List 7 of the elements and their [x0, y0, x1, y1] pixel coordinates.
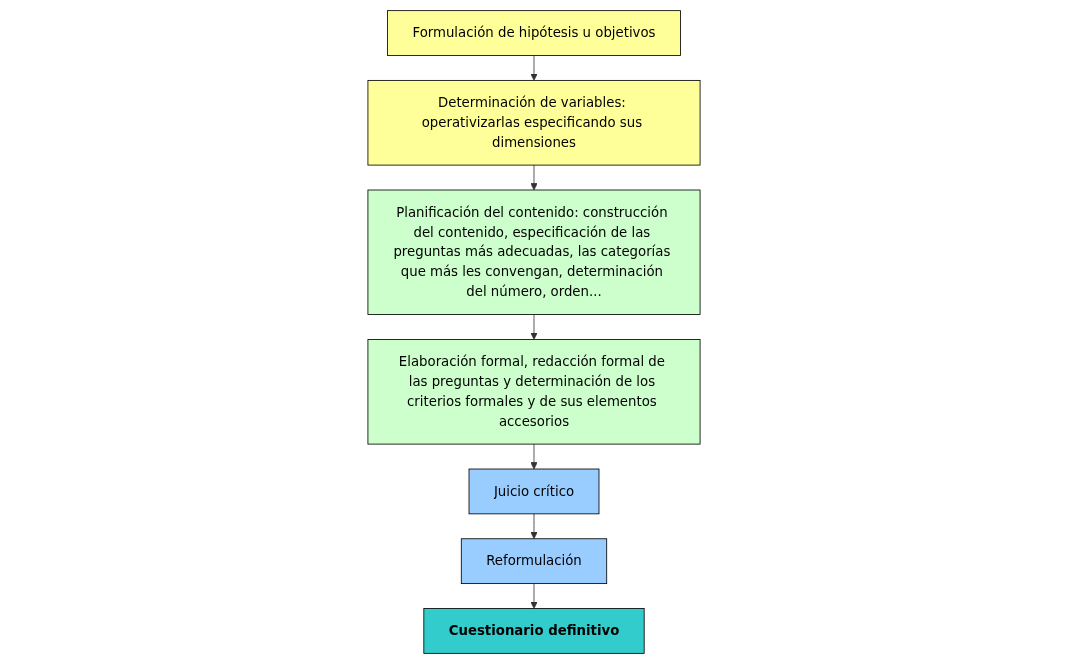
node-box: Formulación de hipótesis u objetivos: [387, 10, 681, 56]
node-box: Determinación de variables: operativizarlas especificando sus dimensiones: [367, 79, 701, 166]
node-box: Cuestionario definitivo: [423, 608, 645, 654]
node-box: Juicio crítico: [468, 468, 600, 515]
node-box: Elaboración formal, redacción formal de las preguntas y determinación de los criterios formales y de sus elementos accesorios: [367, 339, 701, 445]
node-box: Reformulación: [460, 538, 608, 585]
node-box: Planificación del contenido: construcción del contenido, especificación de las preguntas más adecuadas, las categorías que más les convengan, determinación del número, orden...: [367, 189, 701, 315]
